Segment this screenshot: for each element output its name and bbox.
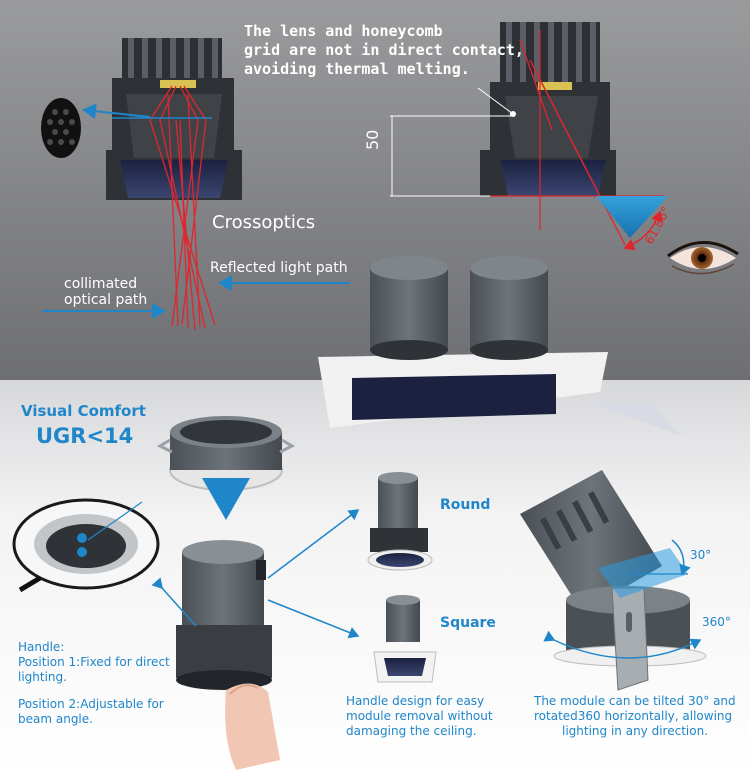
twin-module-image	[318, 256, 682, 436]
handle-line-5: beam angle.	[18, 712, 93, 726]
tilt-line-2: rotated360 horizontally, allowing	[534, 709, 733, 723]
round-module-image	[367, 472, 433, 571]
tilted-module-image	[520, 470, 707, 691]
tilt-line-1: The module can be tilted 30° and	[534, 694, 736, 708]
eye-icon	[667, 241, 739, 275]
hand-image	[225, 683, 280, 770]
collimated-label-line-1: collimated	[64, 276, 138, 292]
square-label: Square	[440, 615, 496, 631]
rotate-arrow-icon	[543, 630, 702, 659]
glare-section	[390, 22, 668, 251]
collimated-label-line-2: optical path	[64, 292, 148, 308]
handle-line-2: Position 1:Fixed for direct	[18, 655, 170, 669]
handle-line-3: lighting.	[18, 670, 67, 684]
ugr-value: UGR<14	[36, 424, 134, 448]
handle-design-line-3: damaging the ceiling.	[346, 724, 477, 738]
rotation-degree-label: 360°	[702, 615, 731, 629]
lens-note-line-1: The lens and honeycomb	[244, 22, 443, 40]
lens-note-line-3: avoiding thermal melting.	[244, 60, 470, 78]
handle-zoom-image	[12, 498, 160, 593]
crossoptics-section	[82, 38, 242, 331]
crossoptics-label: Crossoptics	[212, 212, 316, 233]
round-label: Round	[440, 497, 491, 513]
handle-design-line-1: Handle design for easy	[346, 694, 485, 708]
trim-ring-image	[156, 416, 296, 491]
tilt-degree-label: 30°	[690, 548, 712, 562]
handle-line-1: Handle:	[18, 640, 65, 654]
handle-design-line-2: module removal without	[346, 709, 493, 723]
module-with-handle-image	[151, 509, 360, 690]
visual-comfort-title: Visual Comfort	[21, 402, 146, 420]
reflected-path-label: Reflected light path	[210, 260, 348, 276]
handle-line-4: Position 2:Adjustable for	[18, 697, 164, 711]
honeycomb-grid-icon	[41, 98, 81, 158]
dimension-label: 50	[363, 129, 382, 150]
lens-note-line-2: grid are not in direct contact,	[244, 41, 524, 59]
square-module-image	[373, 595, 437, 683]
tilt-line-3: lighting in any direction.	[562, 724, 708, 738]
